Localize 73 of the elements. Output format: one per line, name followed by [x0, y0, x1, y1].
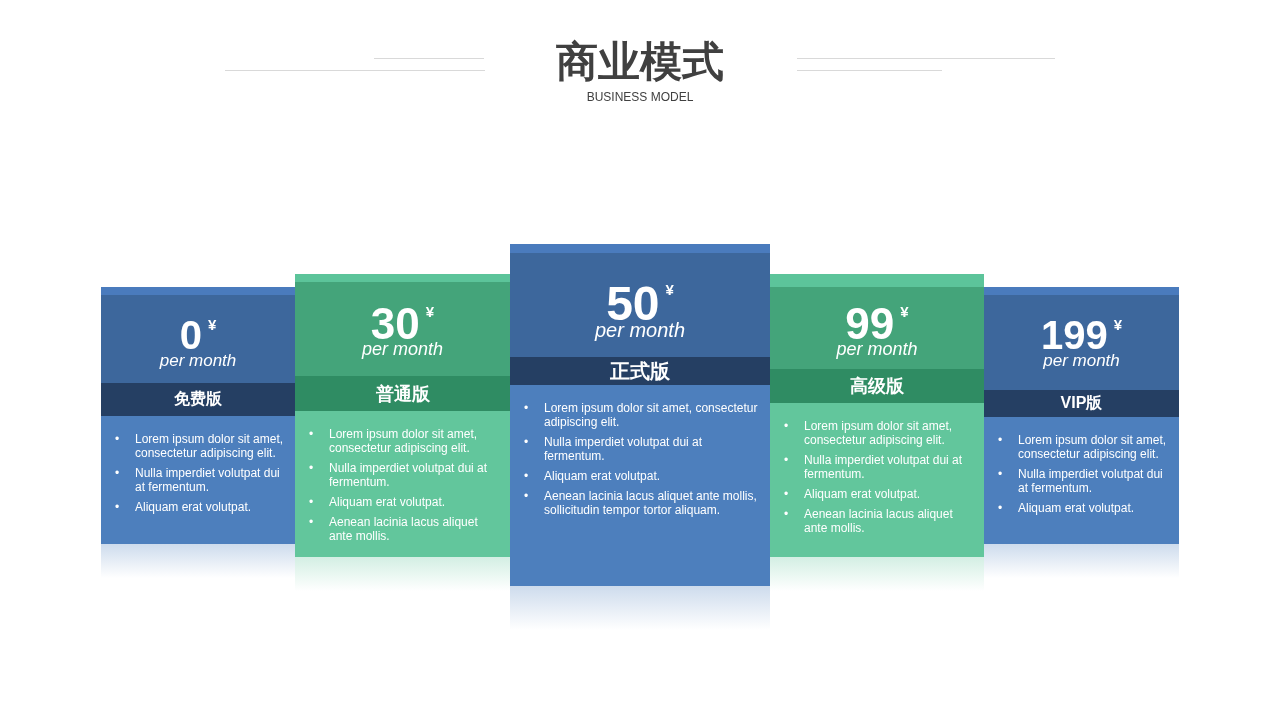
card-reflection	[510, 586, 770, 630]
bullet-mark: •	[998, 433, 1004, 449]
plan-name: 普通版	[375, 382, 430, 406]
plan-band	[295, 376, 510, 411]
card-reflection	[984, 544, 1179, 578]
bullet-mark: •	[115, 432, 121, 448]
bullet-mark: •	[524, 469, 530, 483]
currency-sign: ¥	[207, 317, 217, 332]
plan-name: 正式版	[610, 358, 670, 384]
bullet-text: Aliquam erat volutpat.	[329, 495, 446, 509]
price-header	[510, 244, 770, 357]
bullet-mark: •	[524, 401, 530, 417]
period-text: per month	[593, 320, 687, 340]
bullet-text: Lorem ipsum dolor sit amet, consectetur adipiscing elit.	[135, 432, 285, 460]
bullet-text: Nulla imperdiet volutpat dui at fermentum.	[1018, 467, 1164, 495]
bullet-mark: •	[784, 507, 790, 523]
bullet-text: Aliquam erat volutpat.	[544, 469, 661, 483]
bullet-mark: •	[115, 466, 121, 482]
bullet-mark: •	[998, 501, 1004, 515]
feature-panel	[984, 417, 1179, 544]
bullet-text: Lorem ipsum dolor sit amet, consectetur adipiscing elit.	[804, 419, 954, 447]
bullet-text: Aliquam erat volutpat.	[804, 487, 921, 501]
plan-band	[101, 383, 295, 416]
bullet-mark: •	[524, 489, 530, 505]
bullet-mark: •	[784, 453, 790, 469]
price-header	[295, 274, 510, 376]
bullet-text: Lorem ipsum dolor sit amet, consectetur adipiscing elit.	[544, 401, 759, 429]
feature-panel	[510, 385, 770, 586]
plan-band	[510, 357, 770, 385]
bullet-text: Nulla imperdiet volutpat dui at fermentum.	[135, 466, 281, 494]
currency-sign: ¥	[665, 282, 674, 297]
plan-name: 高级版	[850, 375, 904, 398]
bullet-text: Nulla imperdiet volutpat dui at fermentum.	[544, 435, 704, 463]
bullet-mark: •	[784, 419, 790, 435]
bullet-mark: •	[998, 467, 1004, 483]
price-header	[770, 274, 984, 369]
bullet-mark: •	[309, 495, 315, 509]
bullet-text: Aenean lacinia lacus aliquet ante mollis, sollicitudin tempor tortor aliquam.	[544, 489, 758, 517]
bullet-text: Nulla imperdiet volutpat dui at fermentum.	[329, 461, 489, 489]
feature-panel	[770, 403, 984, 557]
plan-name: VIP版	[1060, 393, 1103, 413]
plan-name: 免费版	[174, 389, 222, 409]
bullet-mark: •	[784, 487, 790, 501]
plan-band	[984, 390, 1179, 417]
plan-band	[770, 369, 984, 403]
card-reflection	[101, 544, 295, 578]
feature-panel	[295, 411, 510, 557]
bullet-text: Nulla imperdiet volutpat dui at fermentum.	[804, 453, 964, 481]
currency-sign: ¥	[1113, 317, 1123, 332]
price-header	[101, 287, 295, 383]
bullet-mark: •	[309, 427, 315, 443]
currency-sign: ¥	[425, 304, 435, 319]
card-reflection	[295, 557, 510, 591]
bullet-mark: •	[309, 461, 315, 477]
bullet-mark: •	[309, 515, 315, 531]
card-reflection	[770, 557, 984, 591]
bullet-text: Aenean lacinia lacus aliquet ante mollis.	[804, 507, 954, 535]
price-header	[984, 287, 1179, 390]
bullet-mark: •	[115, 500, 121, 514]
period-text: per month	[1042, 352, 1121, 369]
period-text: per month	[158, 352, 238, 369]
price-value: 0	[179, 315, 202, 355]
bullet-text: Aenean lacinia lacus aliquet ante mollis.	[329, 515, 479, 543]
bullet-text: Aliquam erat volutpat.	[1018, 501, 1135, 515]
feature-panel	[101, 416, 295, 544]
subtitle: BUSINESS MODEL	[585, 90, 695, 104]
currency-sign: ¥	[900, 304, 909, 319]
bullet-mark: •	[524, 435, 530, 451]
bullet-text: Lorem ipsum dolor sit amet, consectetur adipiscing elit.	[329, 427, 479, 455]
price-value: 199	[1040, 315, 1108, 355]
bullet-text: Lorem ipsum dolor sit amet, consectetur adipiscing elit.	[1018, 433, 1168, 461]
bullet-text: Aliquam erat volutpat.	[135, 500, 252, 514]
title: 商业模式	[555, 37, 725, 87]
